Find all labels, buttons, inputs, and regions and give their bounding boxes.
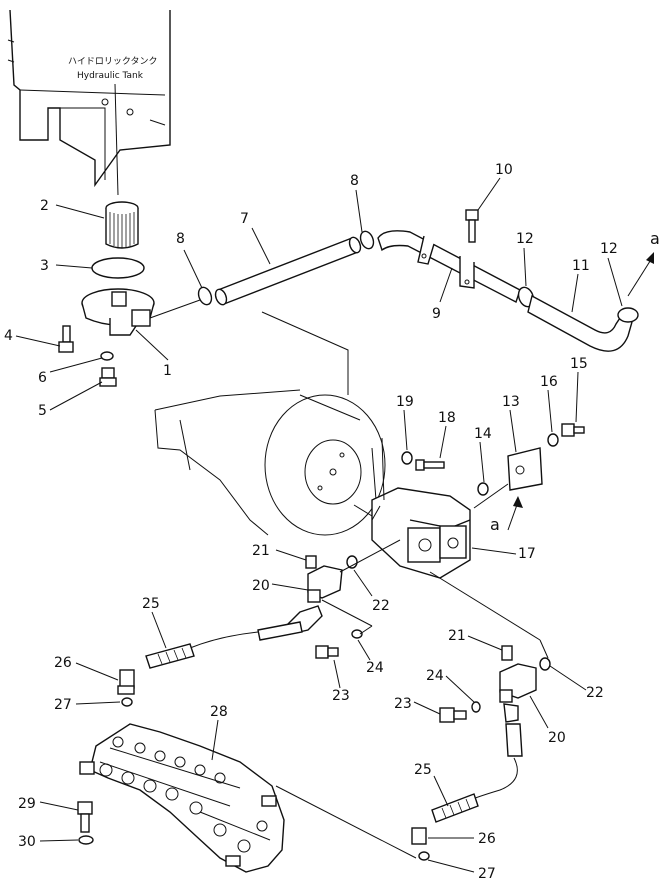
washer-16: [547, 433, 559, 447]
bolt-29: [77, 801, 93, 833]
callout-25-right: 25: [414, 762, 432, 778]
filter-head: [81, 288, 155, 336]
elbow-21b: [501, 645, 513, 661]
o-ring-22b: [539, 657, 551, 671]
callout-22-left: 22: [372, 598, 390, 614]
callout-1: 1: [163, 363, 172, 379]
tube: [377, 230, 521, 303]
callout-16: 16: [540, 374, 558, 390]
washer-24a: [351, 629, 363, 639]
o-ring-22a: [346, 555, 358, 569]
callout-9: 9: [432, 306, 441, 322]
bolt-23b: [439, 707, 467, 723]
callout-27-right: 27: [478, 866, 496, 880]
callout-26-left: 26: [54, 655, 72, 671]
hose-clamp-12b: [617, 307, 639, 323]
flange-20b: [499, 663, 537, 703]
callout-2: 2: [40, 198, 49, 214]
callout-23-right: 23: [394, 696, 412, 712]
o-ring-27a: [121, 697, 133, 707]
callout-24-left: 24: [366, 660, 384, 676]
washer-30: [78, 835, 94, 845]
bolt-15: [561, 423, 585, 437]
hose-clamp-right: [359, 230, 375, 250]
engine-flywheel-housing: [154, 311, 386, 536]
hydraulic-tank: ハイドロリックタンク Hydraulic Tank: [7, 9, 171, 196]
leader-lines: [15, 177, 654, 873]
callout-5: 5: [38, 403, 47, 419]
fitting-26a: [117, 669, 135, 695]
elbow-21a: [305, 555, 317, 569]
bolt-23a: [315, 645, 339, 659]
callout-19: 19: [396, 394, 414, 410]
callout-20-left: 20: [252, 578, 270, 594]
callout-4: 4: [4, 328, 13, 344]
callout-24-right: 24: [426, 668, 444, 684]
o-ring: [91, 257, 145, 279]
flange-20a: [307, 565, 343, 603]
callout-12-right: 12: [600, 241, 618, 257]
hose-11: [527, 294, 633, 352]
callout-7: 7: [240, 211, 249, 227]
callout-17: 17: [518, 546, 536, 562]
hose-25a: [145, 605, 323, 669]
plug-5: [99, 367, 117, 387]
callout-3: 3: [40, 258, 49, 274]
flange-13: [507, 447, 543, 491]
arrow-label-a-top: a: [650, 229, 660, 248]
callout-21-left: 21: [252, 543, 270, 559]
callout-25-left: 25: [142, 596, 160, 612]
callout-labels: 1 2 3 4 5 6 7 8 8 9 10 11 12 12 13 14 15…: [4, 162, 660, 880]
fitting-26b: [411, 827, 427, 845]
hydraulic-pump: [371, 487, 471, 579]
bolt-10: [465, 209, 479, 243]
hose-clamp-left: [197, 286, 213, 306]
washer-6: [100, 351, 114, 361]
callout-12-left: 12: [516, 231, 534, 247]
callout-8-left: 8: [176, 231, 185, 247]
callout-23-left: 23: [332, 688, 350, 704]
callout-18: 18: [438, 410, 456, 426]
callout-26-right: 26: [478, 831, 496, 847]
tank-label-jp: ハイドロリックタンク: [68, 56, 157, 67]
callout-8-right: 8: [350, 173, 359, 189]
callout-22-right: 22: [586, 685, 604, 701]
hose-25b: [431, 703, 523, 823]
callout-20-right: 20: [548, 730, 566, 746]
callout-11: 11: [572, 258, 590, 274]
callout-28: 28: [210, 704, 228, 720]
callout-6: 6: [38, 370, 47, 386]
suction-hose: [214, 236, 362, 306]
control-valve: [79, 723, 285, 873]
washer-19: [401, 451, 413, 465]
callout-27-left: 27: [54, 697, 72, 713]
o-ring-27b: [418, 851, 430, 861]
callout-15: 15: [570, 356, 588, 372]
callout-29: 29: [18, 796, 36, 812]
filter-element: [105, 201, 139, 249]
bolt-18: [415, 459, 445, 471]
callout-13: 13: [502, 394, 520, 410]
washer-24b: [471, 701, 481, 713]
callout-10: 10: [495, 162, 513, 178]
o-ring-14: [477, 482, 489, 496]
callout-30: 30: [18, 834, 36, 850]
bolt-4: [58, 325, 74, 353]
arrow-label-a-mid: a: [490, 515, 500, 534]
callout-14: 14: [474, 426, 492, 442]
callout-21-right: 21: [448, 628, 466, 644]
tank-label-en: Hydraulic Tank: [77, 71, 144, 81]
